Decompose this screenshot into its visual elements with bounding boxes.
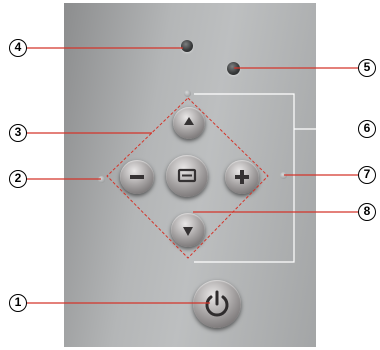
menu-button[interactable]: [166, 155, 208, 197]
top-indicator-dot: [184, 90, 191, 97]
callout-2: 2: [9, 170, 27, 188]
callout-3: 3: [9, 124, 27, 142]
plus-button[interactable]: [225, 160, 259, 194]
right-indicator-dot: [280, 172, 287, 179]
up-arrow-icon: [184, 117, 194, 125]
power-button[interactable]: [193, 280, 241, 328]
callout-8: 8: [358, 203, 376, 221]
callout-6: 6: [358, 120, 376, 138]
menu-icon: [177, 168, 197, 183]
down-button[interactable]: [171, 213, 205, 247]
callout-5: 5: [358, 59, 376, 77]
plus-icon: [235, 170, 249, 184]
callout-4: 4: [9, 39, 27, 57]
down-arrow-icon: [183, 227, 193, 236]
minus-button[interactable]: [120, 160, 154, 194]
callout-7: 7: [358, 166, 376, 184]
upper-left-indicator-led: [181, 40, 193, 52]
upper-right-indicator-led: [227, 62, 240, 75]
callout-1: 1: [9, 294, 27, 312]
minus-icon: [130, 175, 144, 179]
up-button[interactable]: [173, 107, 205, 139]
left-indicator-dot: [98, 176, 105, 183]
bracket-line: [194, 93, 295, 263]
dashed-diamond-outline: [106, 97, 269, 259]
